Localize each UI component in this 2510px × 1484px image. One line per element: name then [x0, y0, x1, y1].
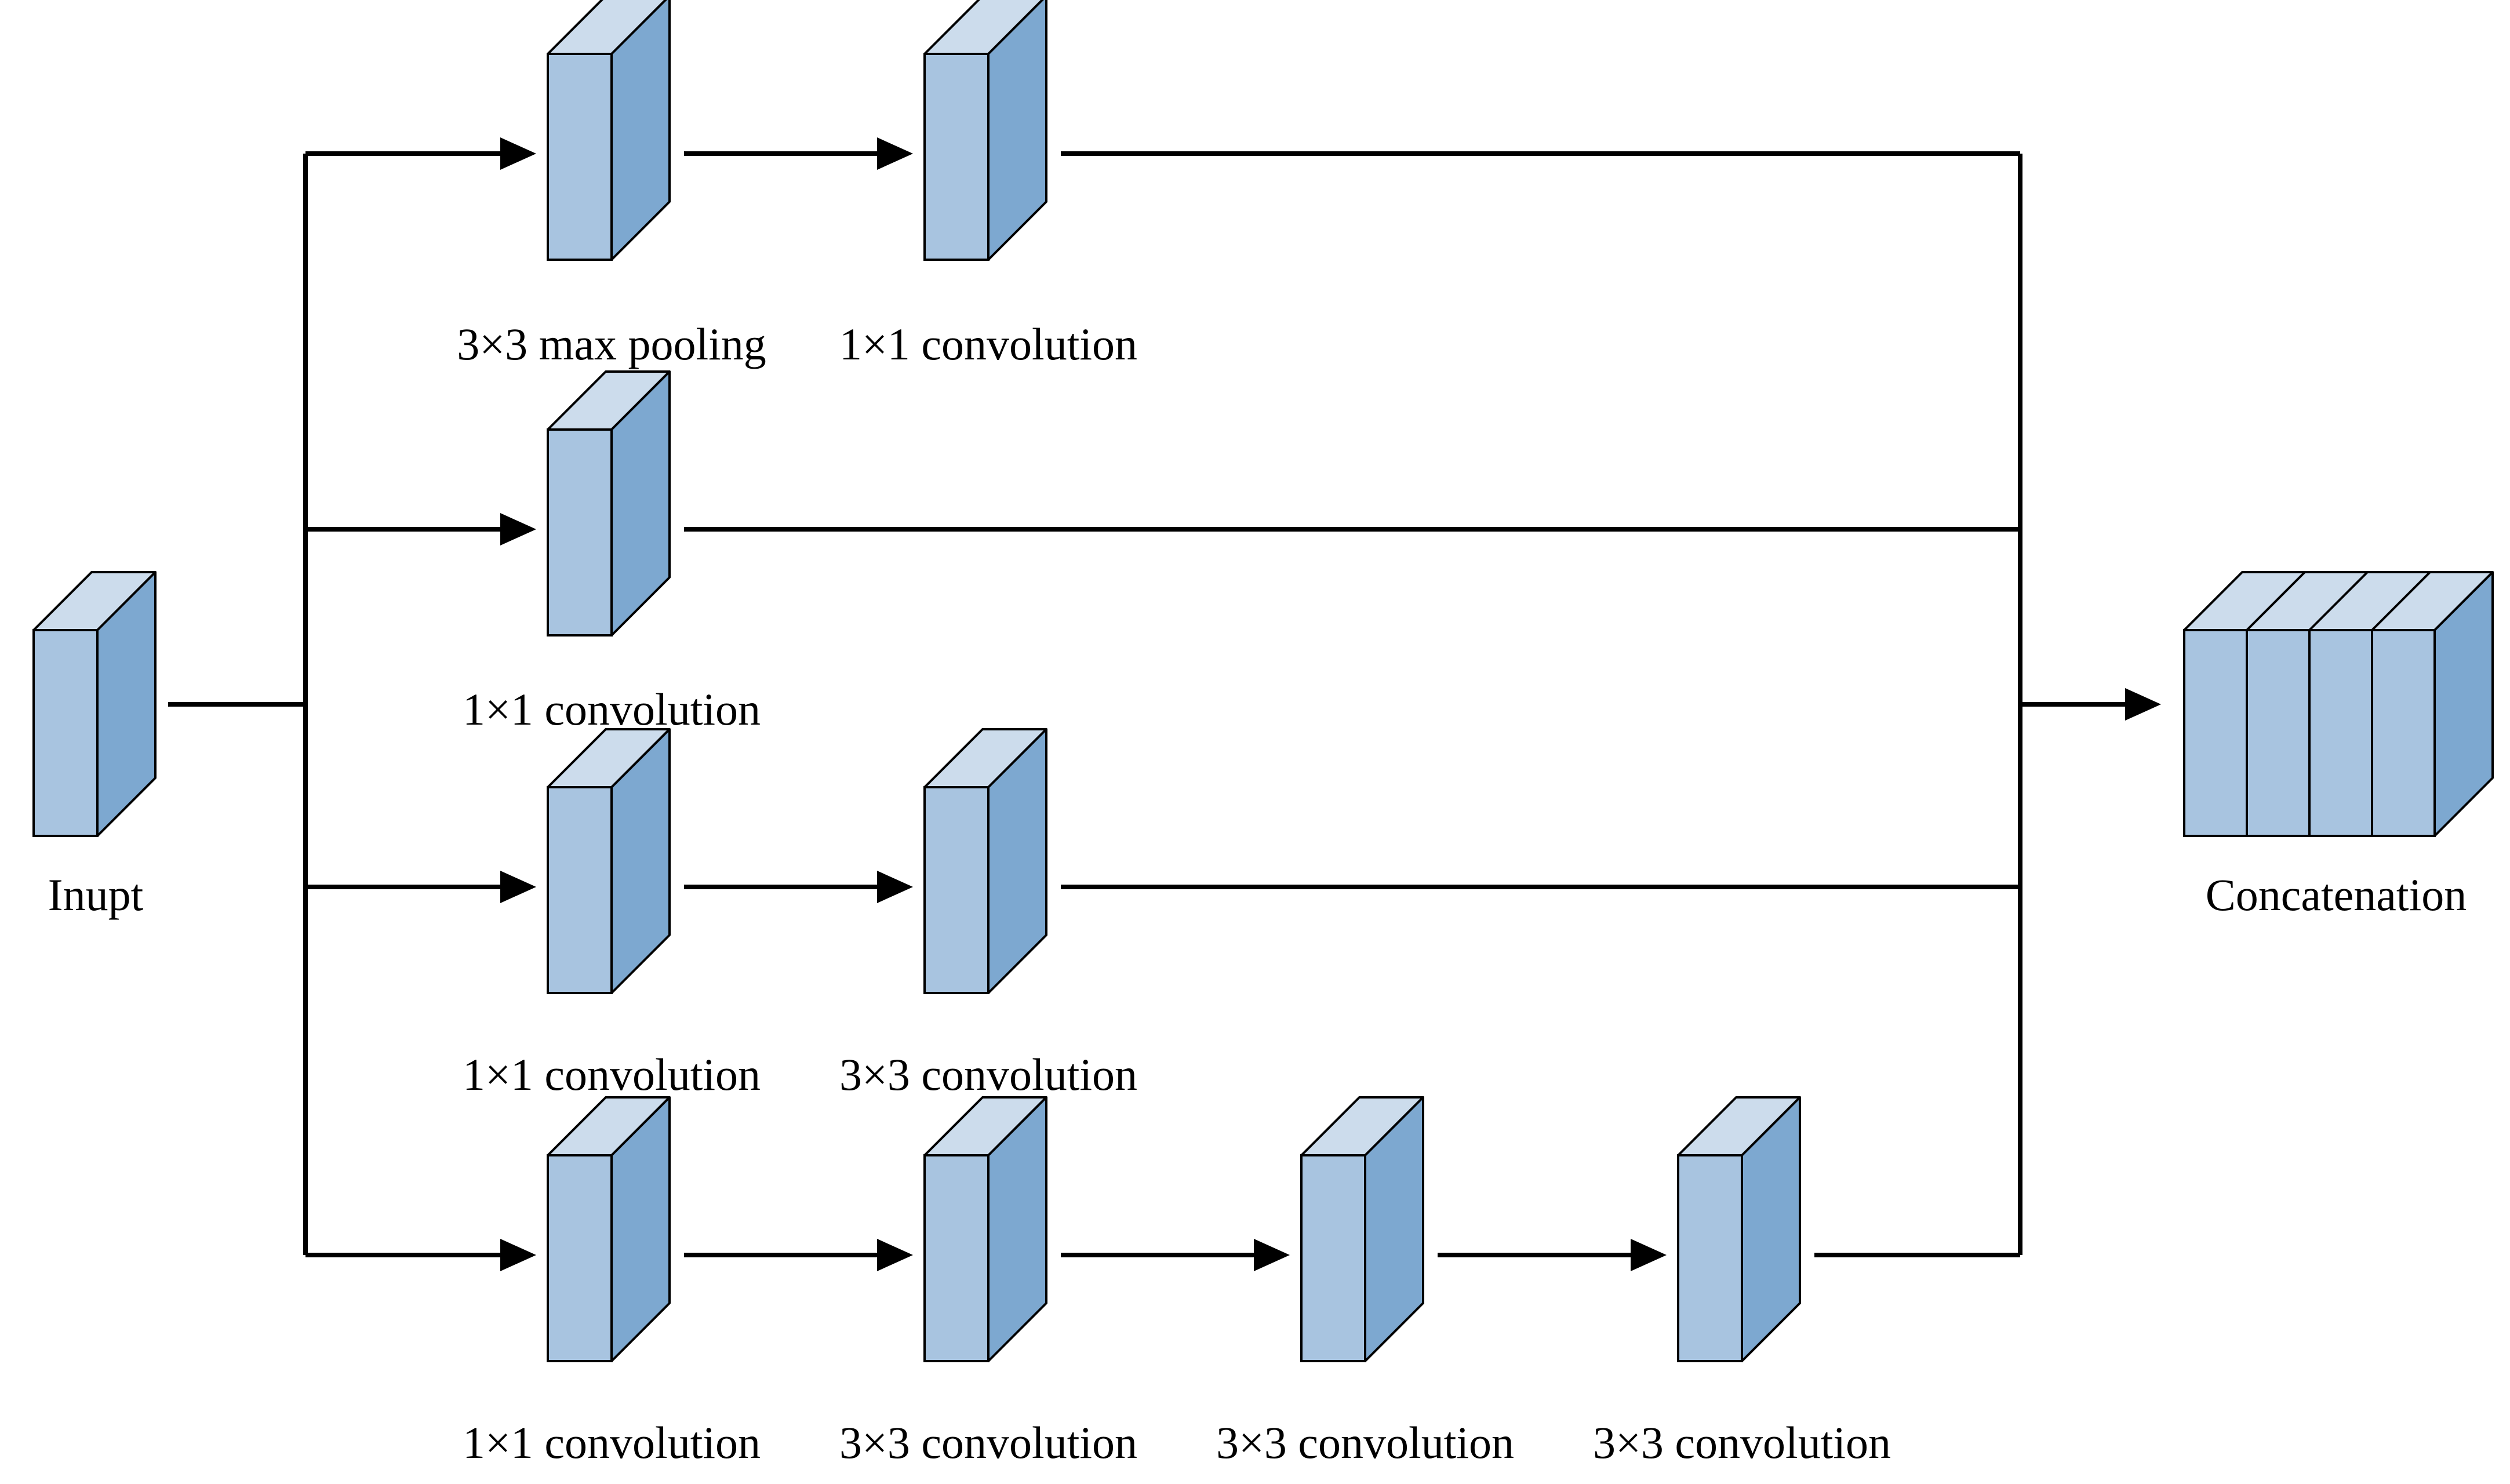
branch-3-arrow-1-head [1254, 1239, 1290, 1271]
branch-0-entry-arrow-head [500, 137, 536, 170]
branch-2-entry-arrow-head [500, 871, 536, 903]
branch-1-block-0 [547, 370, 671, 636]
block-front-face [923, 1154, 990, 1362]
block-label: 1×1 convolution [839, 319, 1137, 369]
concat-top-divider [2246, 571, 2306, 631]
branch-2-block-0 [547, 728, 671, 994]
concat-slab [2371, 629, 2436, 837]
branch-3-block-3 [1677, 1096, 1801, 1362]
block-label: 1×1 convolution [463, 684, 761, 734]
blocks [32, 0, 2494, 1362]
output-label: Concatenation [2206, 870, 2467, 920]
block-front-face [1677, 1154, 1743, 1362]
input-label: Inupt [48, 870, 144, 920]
concat-slab [2308, 629, 2373, 837]
concat-top-divider [2308, 571, 2369, 631]
concat-top-divider [2371, 571, 2431, 631]
block-front-face [923, 786, 990, 994]
block-label: 1×1 convolution [463, 1417, 761, 1468]
block-label: 3×3 max pooling [457, 319, 766, 369]
concat-slab [2246, 629, 2311, 837]
branch-3-entry-arrow-head [500, 1239, 536, 1271]
branch-3-block-0 [547, 1096, 671, 1362]
block-front-face [32, 629, 99, 837]
concat-slab [2183, 629, 2248, 837]
concatenation-block [2183, 571, 2494, 837]
branch-1-entry-arrow-head [500, 513, 536, 545]
block-label: 3×3 convolution [1593, 1417, 1891, 1468]
branch-0-block-0 [547, 0, 671, 261]
branch-3-block-2 [1300, 1096, 1424, 1362]
block-front-face [923, 53, 990, 261]
branch-3-arrow-0-head [877, 1239, 913, 1271]
block-label: 1×1 convolution [463, 1049, 761, 1100]
block-front-face [1300, 1154, 1366, 1362]
branch-0-arrow-0-head [877, 137, 913, 170]
block-front-face [547, 53, 613, 261]
branch-2-block-1 [923, 728, 1047, 994]
connectors [168, 137, 2161, 1271]
branch-3-arrow-2-head [1631, 1239, 1667, 1271]
block-label: 3×3 convolution [839, 1417, 1137, 1468]
block-front-face [547, 1154, 613, 1362]
labels: Inupt Concatenation 3×3 max pooling 1×1 … [48, 319, 2467, 1468]
block-label: 3×3 convolution [1216, 1417, 1514, 1468]
block-front-face [547, 428, 613, 636]
input-block [32, 571, 157, 837]
concat-arrow-head [2125, 688, 2161, 721]
branch-0-block-1 [923, 0, 1047, 261]
block-label: 3×3 convolution [839, 1049, 1137, 1100]
block-front-face [547, 786, 613, 994]
branch-2-arrow-0-head [877, 871, 913, 903]
branch-3-block-1 [923, 1096, 1047, 1362]
